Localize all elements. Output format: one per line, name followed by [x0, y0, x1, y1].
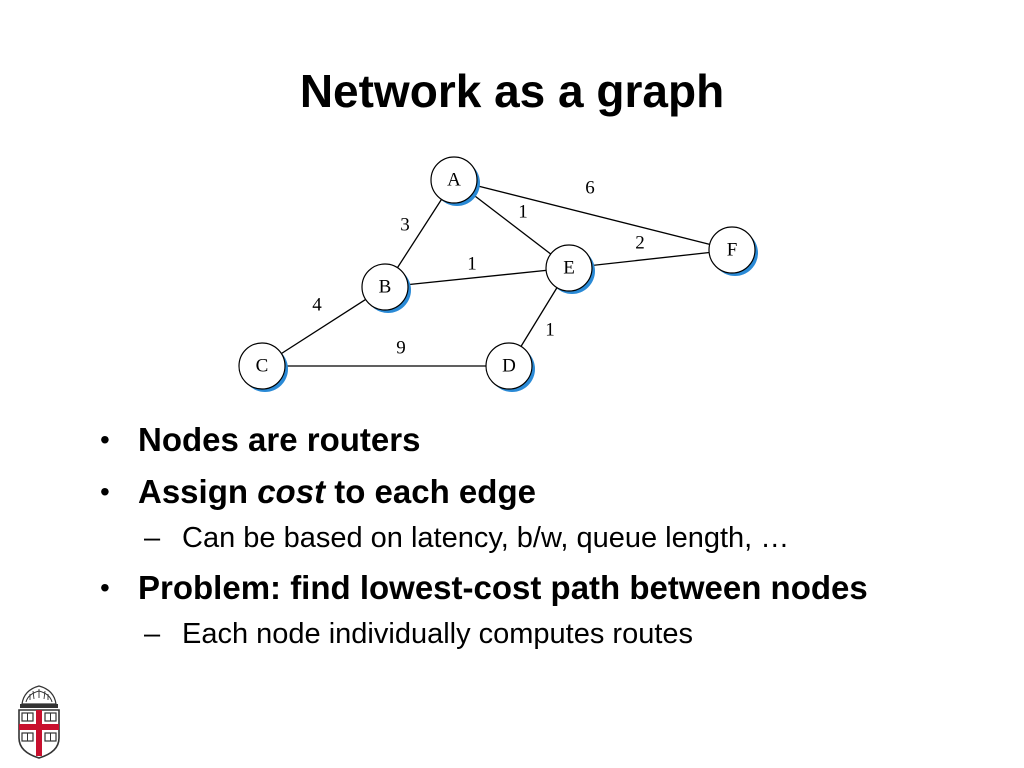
bullet-text: Problem: find lowest-cost path between n…: [138, 569, 868, 606]
node-circle: [545, 244, 593, 292]
node-f: F: [708, 226, 758, 276]
edge-b-c: [261, 286, 386, 367]
edge-b-e: [384, 267, 570, 288]
edge-cost-e-f: 2: [635, 232, 645, 253]
edge-cost-a-b: 3: [400, 214, 410, 235]
network-graph: 3 1 6 2 1 4 9 1 A B C D E F: [238, 156, 758, 392]
bullet-list: • Nodes are routers • Assign cost to eac…: [100, 418, 980, 662]
edge-cost-a-f: 6: [585, 177, 595, 198]
bullet-problem: • Problem: find lowest-cost path between…: [100, 566, 980, 610]
bullet-text-post: to each edge: [325, 473, 536, 510]
node-label: A: [447, 169, 461, 190]
bullet-mark: •: [100, 476, 110, 507]
node-label: F: [727, 239, 738, 260]
edges-layer: [261, 179, 733, 367]
node-circle: [485, 342, 533, 390]
slide-title: Network as a graph: [299, 65, 725, 117]
node-d: D: [485, 342, 535, 392]
node-label: B: [379, 276, 392, 297]
node-circle: [361, 263, 409, 311]
node-label: D: [502, 355, 516, 376]
bullet-mark: •: [100, 572, 110, 603]
node-label: E: [563, 257, 575, 278]
edge-e-f: [568, 249, 733, 269]
node-circle: [238, 342, 286, 390]
node-e: E: [545, 244, 595, 294]
node-b: B: [361, 263, 411, 313]
node-circle: [430, 156, 478, 204]
node-a: A: [430, 156, 480, 206]
bullet-text-pre: Assign: [138, 473, 258, 510]
dash-mark: –: [144, 522, 161, 554]
subbullet-cost-basis: – Can be based on latency, b/w, queue le…: [100, 518, 980, 558]
node-label: C: [256, 355, 269, 376]
bullet-text: Nodes are routers: [138, 421, 421, 458]
university-shield-icon: [18, 685, 60, 759]
edge-cost-c-d: 9: [396, 337, 406, 358]
node-circle: [708, 226, 756, 274]
dash-mark: –: [144, 618, 161, 650]
bullet-mark: •: [100, 424, 110, 455]
bullet-assign-cost: • Assign cost to each edge: [100, 470, 980, 514]
edge-cost-d-e: 1: [545, 319, 555, 340]
edge-a-f: [453, 179, 733, 251]
bullet-nodes-are-routers: • Nodes are routers: [100, 418, 980, 462]
edge-labels-layer: 3 1 6 2 1 4 9 1: [312, 177, 645, 358]
edge-cost-a-e: 1: [518, 201, 528, 222]
edge-cost-b-c: 4: [312, 294, 322, 315]
subbullet-text: Each node individually computes routes: [182, 618, 694, 650]
nodes-layer: A B C D E F: [238, 156, 758, 392]
subbullet-each-node: – Each node individually computes routes: [100, 614, 980, 654]
subbullet-text: Can be based on latency, b/w, queue leng…: [182, 522, 790, 554]
bullet-text-emphasis: cost: [257, 473, 326, 510]
edge-cost-b-e: 1: [467, 253, 477, 274]
node-c: C: [238, 342, 288, 392]
